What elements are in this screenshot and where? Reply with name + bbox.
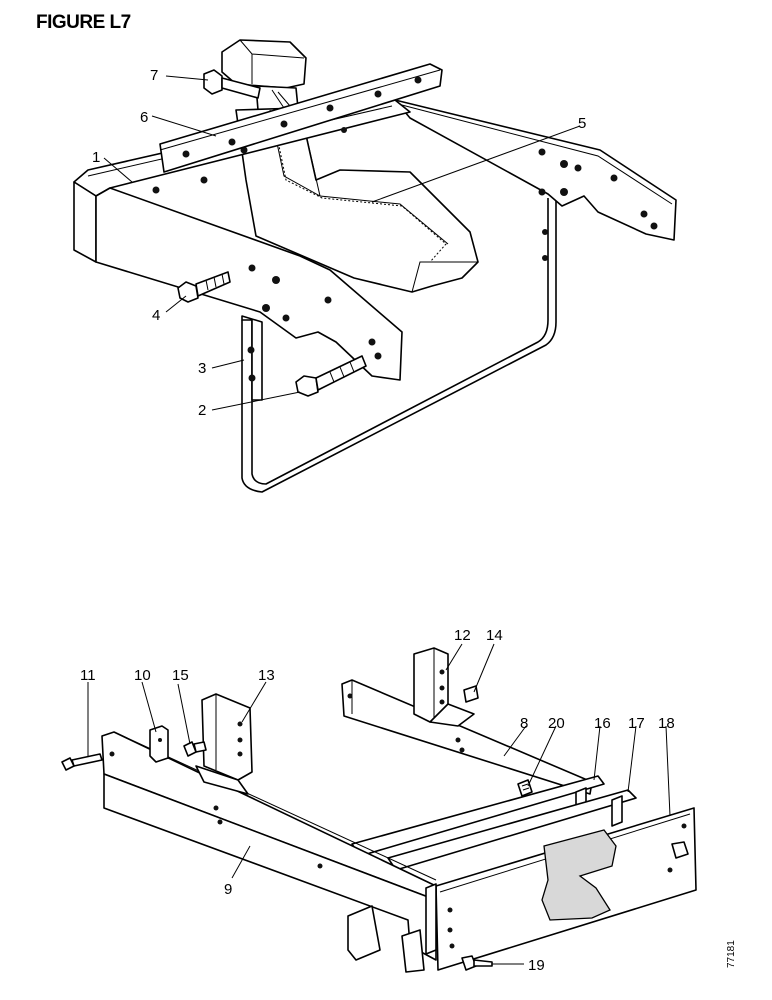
bracket-10 [149, 725, 169, 763]
callout-19: 19 [528, 957, 545, 974]
callout-16: 16 [594, 715, 611, 732]
callout-4: 4 [152, 307, 160, 324]
callouts: 1 2 3 4 5 6 7 8 9 10 11 12 13 14 15 16 1… [80, 67, 675, 974]
callout-15: 15 [172, 667, 189, 684]
bolt-15 [183, 741, 207, 757]
callout-20: 20 [548, 715, 565, 732]
right-side-plate [394, 99, 677, 241]
callout-2: 2 [198, 402, 206, 419]
lower-assembly [61, 647, 697, 973]
bolt-2 [295, 355, 367, 397]
bolt-11 [61, 753, 103, 771]
upper-assembly [73, 39, 677, 493]
bracket-12 [413, 647, 479, 727]
callout-10: 10 [134, 667, 151, 684]
u-frame-loop [241, 198, 557, 493]
bolt-7 [203, 69, 261, 99]
callout-14: 14 [486, 627, 503, 644]
top-block [221, 39, 307, 111]
callout-13: 13 [258, 667, 275, 684]
bracket-13 [195, 693, 253, 795]
bolt-19 [461, 955, 493, 971]
callout-6: 6 [140, 109, 148, 126]
callout-7: 7 [150, 67, 158, 84]
callout-9: 9 [224, 881, 232, 898]
callout-12: 12 [454, 627, 471, 644]
callout-18: 18 [658, 715, 675, 732]
main-beam-9 [101, 731, 437, 973]
callout-5: 5 [578, 115, 586, 132]
bolt-4 [177, 271, 231, 303]
callout-11: 11 [80, 667, 96, 684]
mounting-bar [159, 63, 443, 173]
callout-3: 3 [198, 360, 206, 377]
callout-17: 17 [628, 715, 645, 732]
figure-title: FIGURE L7 [36, 12, 131, 33]
front-plate-18 [435, 807, 697, 971]
callout-8: 8 [520, 715, 528, 732]
callout-1: 1 [92, 149, 100, 166]
side-rail-17 [387, 789, 637, 871]
